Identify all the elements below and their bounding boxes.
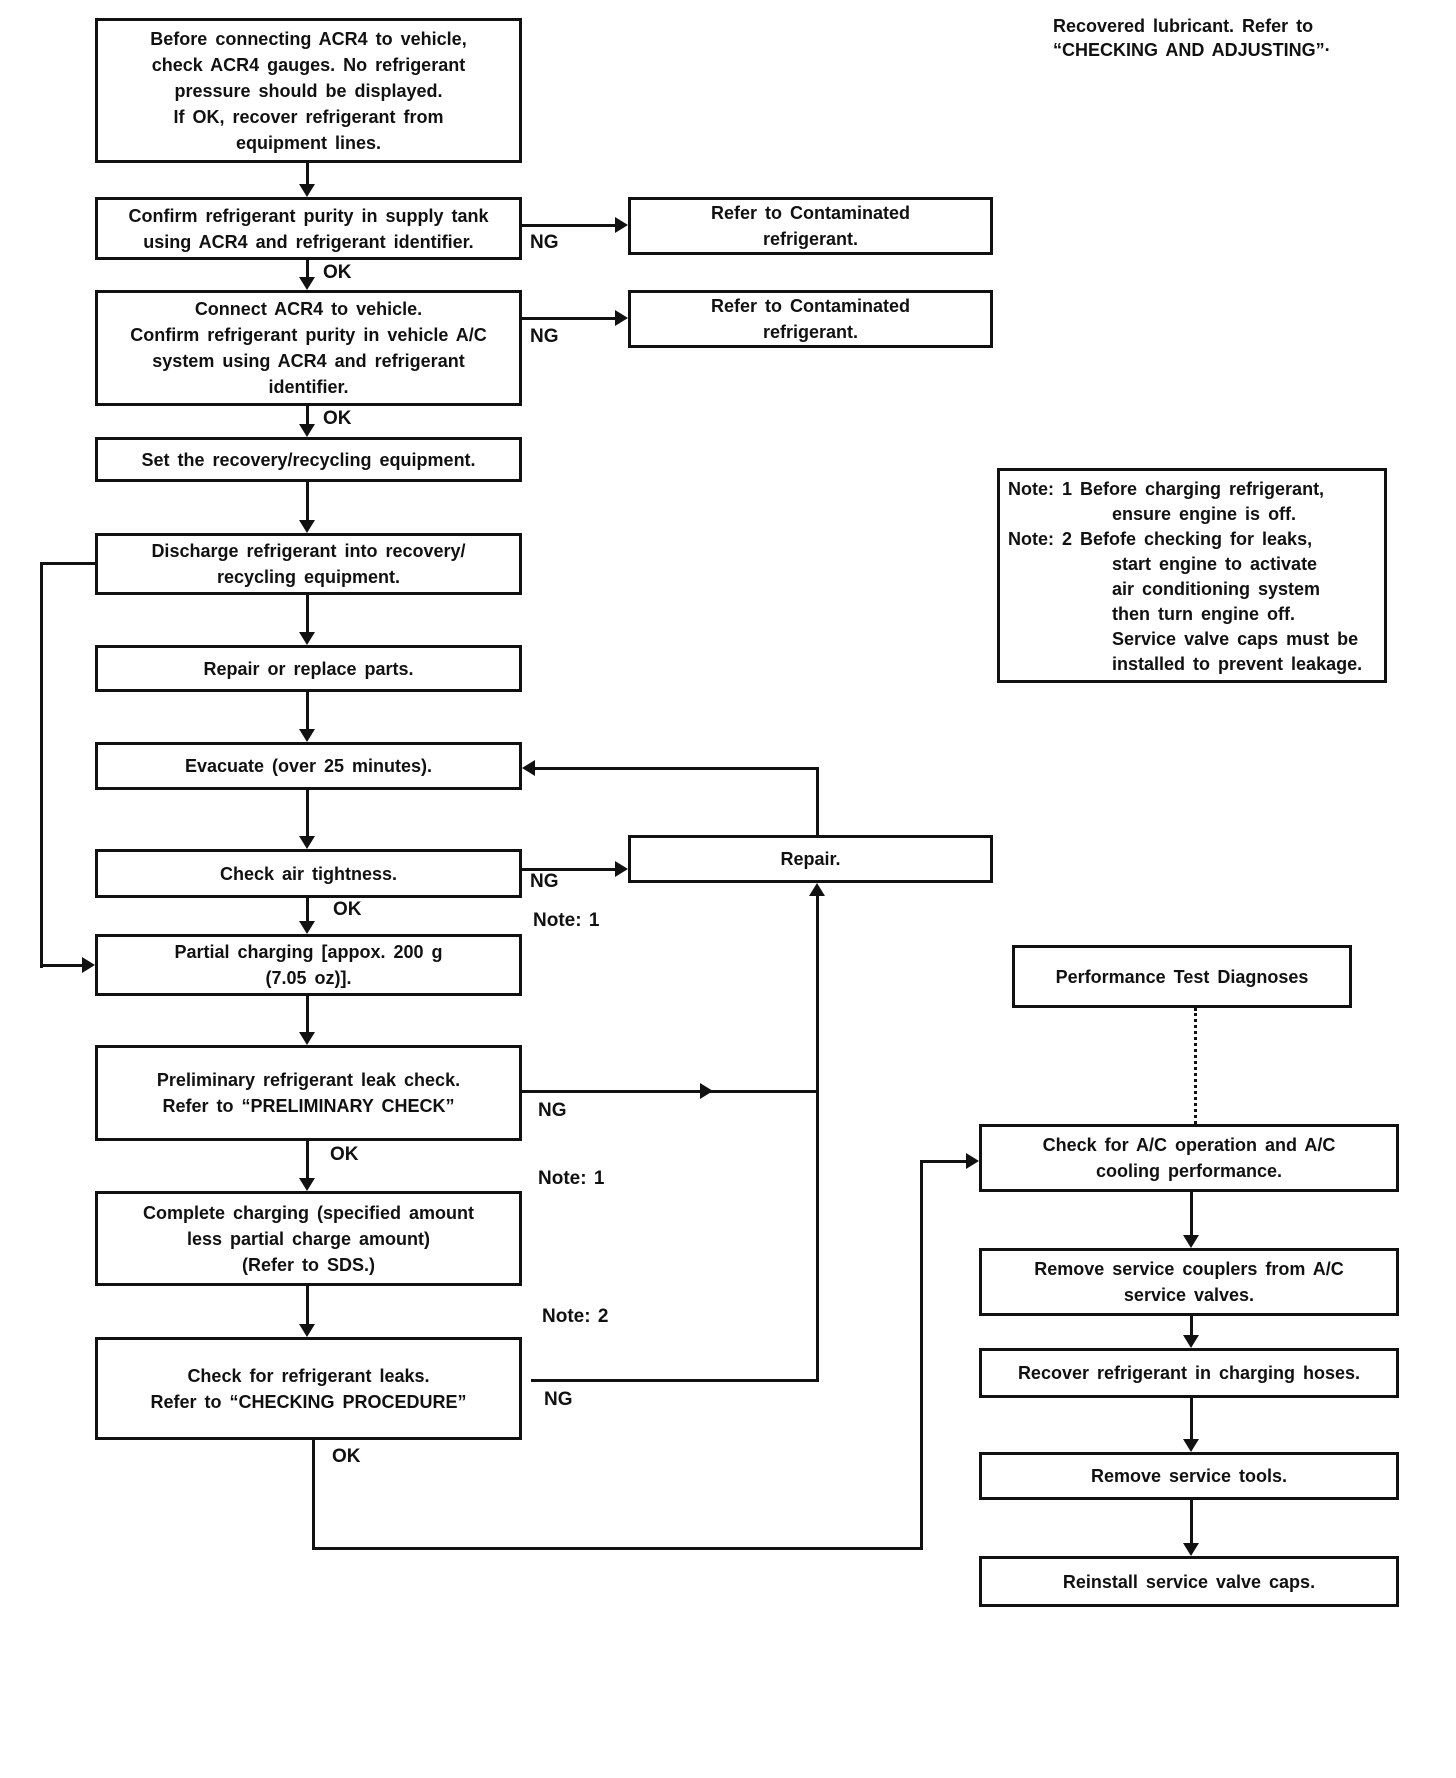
box-contaminated-2: Refer to Contaminated refrigerant. [628,290,993,348]
arrowhead-b5-b6 [299,632,315,645]
box-check-air: Check air tightness. [95,849,522,898]
repair-to-evacuate-line [535,767,817,770]
connector-b10-b11 [306,1141,309,1179]
label-ng-5: NG [544,1389,573,1410]
connector-b4-b5 [306,482,309,521]
arrowhead-ng-repair [615,861,628,877]
box-discharge: Discharge refrigerant into recovery/ rec… [95,533,522,595]
label-note1-a: Note: 1 [533,910,600,931]
box-preliminary-check: Preliminary refrigerant leak check. Refe… [95,1045,522,1141]
ng-line-check-leaks [531,1379,819,1382]
arrowhead-b15-b16 [1183,1439,1199,1452]
arrowhead-into-check-ac [966,1153,979,1169]
box-pre-check: Before connecting ACR4 to vehicle, check… [95,18,522,163]
ok-path-drop [312,1440,315,1550]
label-ng-2: NG [530,326,559,347]
arrowhead-b8-b9 [299,921,315,934]
box-evacuate: Evacuate (over 25 minutes). [95,742,522,790]
box-recover-hoses: Recover refrigerant in charging hoses. [979,1348,1399,1398]
arrowhead-b3-b4 [299,424,315,437]
dotted-performance-link [1194,1008,1197,1124]
ok-path-riser [920,1160,923,1550]
arrowhead-ng-preliminary [700,1083,713,1099]
label-ok-2: OK [323,408,352,429]
connector-b3-b4 [306,406,309,425]
arrowhead-b13-b14 [1183,1235,1199,1248]
ng-collector-riser [816,895,819,1382]
label-ng-1: NG [530,232,559,253]
connector-b6-b7 [306,692,309,730]
box-complete-charging: Complete charging (specified amount less… [95,1191,522,1286]
box-repair-replace: Repair or replace parts. [95,645,522,692]
arrowhead-b2-b3 [299,277,315,290]
arrowhead-b9-b10 [299,1032,315,1045]
ok-path-entry [920,1160,966,1163]
connector-b7-b8 [306,790,309,837]
label-ok-1: OK [323,262,352,283]
notes-box: Note: 1 Before charging refrigerant, ens… [997,468,1387,683]
ok-path-bottom [312,1547,922,1550]
arrowhead-b10-b11 [299,1178,315,1191]
connector-b5-b6 [306,595,309,633]
arrowhead-ng-contaminated-1 [615,217,628,233]
box-set-equipment: Set the recovery/recycling equipment. [95,437,522,482]
box-remove-couplers: Remove service couplers from A/C service… [979,1248,1399,1316]
connector-b2-b3 [306,260,309,278]
label-ng-3: NG [530,871,559,892]
box-contaminated-1: Refer to Contaminated refrigerant. [628,197,993,255]
arrowhead-b11-b12 [299,1324,315,1337]
arrowhead-into-repair-bottom [809,883,825,896]
box-connect-acr4: Connect ACR4 to vehicle. Confirm refrige… [95,290,522,406]
label-ok-5: OK [332,1446,361,1467]
connector-b16-b17 [1190,1500,1193,1544]
ng-line-preliminary [522,1090,819,1093]
arrowhead-into-evacuate [522,760,535,776]
label-ok-4: OK [330,1144,359,1165]
connector-b1-b2 [306,163,309,186]
arrowhead-b4-b5 [299,520,315,533]
label-ng-4: NG [538,1100,567,1121]
connector-b8-b9 [306,898,309,922]
discharge-loop-top [40,562,95,565]
box-check-leaks: Check for refrigerant leaks. Refer to “C… [95,1337,522,1440]
connector-b11-b12 [306,1286,309,1326]
arrowhead-b14-b15 [1183,1335,1199,1348]
ng-line-confirm-supply [522,224,616,227]
box-repair: Repair. [628,835,993,883]
connector-b15-b16 [1190,1398,1193,1440]
ng-line-connect-acr4 [522,317,616,320]
box-remove-tools: Remove service tools. [979,1452,1399,1500]
connector-b14-b15 [1190,1316,1193,1336]
arrowhead-b7-b8 [299,836,315,849]
label-note1-b: Note: 1 [538,1168,605,1189]
box-performance-test: Performance Test Diagnoses [1012,945,1352,1008]
discharge-loop-bottom [40,964,82,967]
connector-b9-b10 [306,996,309,1033]
label-note2: Note: 2 [542,1306,609,1327]
connector-b13-b14 [1190,1192,1193,1236]
repair-top-riser [816,767,819,835]
arrowhead-into-partial-charging [82,957,95,973]
ng-line-check-air [522,868,616,871]
box-reinstall-caps: Reinstall service valve caps. [979,1556,1399,1607]
box-confirm-supply: Confirm refrigerant purity in supply tan… [95,197,522,260]
discharge-loop-riser [40,562,43,968]
box-check-ac-operation: Check for A/C operation and A/C cooling … [979,1124,1399,1192]
arrowhead-ng-contaminated-2 [615,310,628,326]
arrowhead-b6-b7 [299,729,315,742]
label-ok-3: OK [333,899,362,920]
box-partial-charging: Partial charging [appox. 200 g (7.05 oz)… [95,934,522,996]
recovered-lubricant-note: Recovered lubricant. Refer to “CHECKING … [1053,16,1331,60]
arrowhead-b1-b2 [299,184,315,197]
arrowhead-b16-b17 [1183,1543,1199,1556]
